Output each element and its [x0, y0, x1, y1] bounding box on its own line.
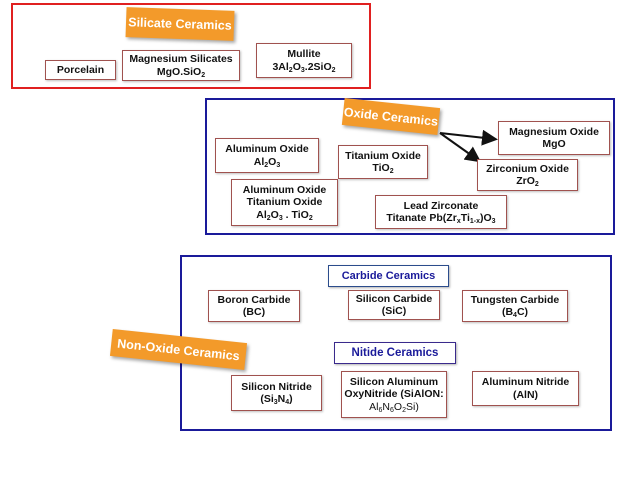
arrow-to-magnesium-oxide: [439, 129, 498, 146]
aluminum-titanium-oxide-line1: Aluminum Oxide: [242, 183, 327, 196]
aluminum-nitride-name: Aluminum Nitride: [481, 376, 570, 388]
aluminum-titanium-oxide-box: Aluminum Oxide Titanium Oxide Al2O3 . Ti…: [231, 179, 338, 226]
lead-zirconate-titanate-line1: Lead Zirconate: [403, 199, 479, 212]
tungsten-carbide-box: Tungsten Carbide (B4C): [462, 290, 568, 322]
mullite-formula: 3Al2O3.2SiO2: [272, 60, 336, 74]
arrow-to-zirconium-oxide: [439, 132, 482, 163]
magnesium-silicates-formula: MgO.SiO2: [156, 65, 206, 79]
sialon-line1: Silicon Aluminum: [349, 375, 439, 388]
boron-carbide-box: Boron Carbide (BC): [208, 290, 300, 322]
titanium-oxide-name: Titanium Oxide: [345, 149, 421, 162]
mullite-box: Mullite 3Al2O3.2SiO2: [256, 43, 352, 78]
aluminum-nitride-formula: (AlN): [512, 388, 539, 401]
aluminum-oxide-box: Aluminum Oxide Al2O3: [215, 138, 319, 173]
aluminum-oxide-formula: Al2O3: [253, 155, 281, 169]
porcelain-name: Porcelain: [56, 63, 105, 76]
aluminum-titanium-oxide-formula: Al2O3 . TiO2: [256, 208, 313, 222]
oxide-ceramics-group: [205, 98, 615, 235]
aluminum-oxide-name: Aluminum Oxide: [225, 143, 309, 155]
boron-carbide-formula: (BC): [242, 306, 266, 318]
magnesium-silicates-box: Magnesium Silicates MgO.SiO2: [122, 50, 240, 81]
tungsten-carbide-formula: (B4C): [501, 306, 529, 319]
titanium-oxide-formula: TiO2: [372, 162, 394, 175]
sialon-formula: Al6N6O2Si): [369, 400, 419, 414]
lead-zirconate-titanate-box: Lead Zirconate Titanate Pb(ZrxTi1-x)O3: [375, 195, 507, 229]
tungsten-carbide-name: Tungsten Carbide: [470, 293, 560, 306]
magnesium-oxide-box: Magnesium Oxide MgO: [498, 121, 610, 155]
aluminum-titanium-oxide-line2: Titanium Oxide: [246, 196, 323, 209]
magnesium-silicates-name: Magnesium Silicates: [129, 53, 233, 65]
zirconium-oxide-box: Zirconium Oxide ZrO2: [477, 159, 578, 191]
silicon-carbide-name: Silicon Carbide: [355, 292, 433, 305]
lead-zirconate-titanate-formula: Titanate Pb(ZrxTi1-x)O3: [386, 212, 496, 225]
porcelain-box: Porcelain: [45, 60, 116, 80]
silicon-carbide-formula: (SiC): [381, 305, 407, 317]
zirconium-oxide-formula: ZrO2: [516, 175, 539, 188]
silicon-nitride-name: Silicon Nitride: [241, 380, 312, 393]
silicon-aluminum-oxynitride-box: Silicon Aluminum OxyNitride (SiAlON: Al6…: [341, 371, 447, 418]
carbide-ceramics-label: Carbide Ceramics: [328, 265, 449, 287]
titanium-oxide-box: Titanium Oxide TiO2: [338, 145, 428, 179]
aluminum-nitride-box: Aluminum Nitride (AlN): [472, 371, 579, 406]
sialon-line2: OxyNitride (SiAlON:: [344, 388, 444, 401]
silicate-ceramics-group: [11, 3, 371, 89]
boron-carbide-name: Boron Carbide: [217, 293, 291, 306]
magnesium-oxide-formula: MgO: [542, 138, 566, 150]
zirconium-oxide-name: Zirconium Oxide: [486, 162, 569, 175]
silicon-nitride-formula: (Si3N4): [260, 393, 293, 406]
mullite-name: Mullite: [287, 48, 321, 60]
silicon-carbide-box: Silicon Carbide (SiC): [348, 290, 440, 320]
silicon-nitride-box: Silicon Nitride (Si3N4): [231, 375, 322, 411]
nitride-ceramics-label: Nitide Ceramics: [334, 342, 456, 364]
magnesium-oxide-name: Magnesium Oxide: [509, 125, 599, 138]
